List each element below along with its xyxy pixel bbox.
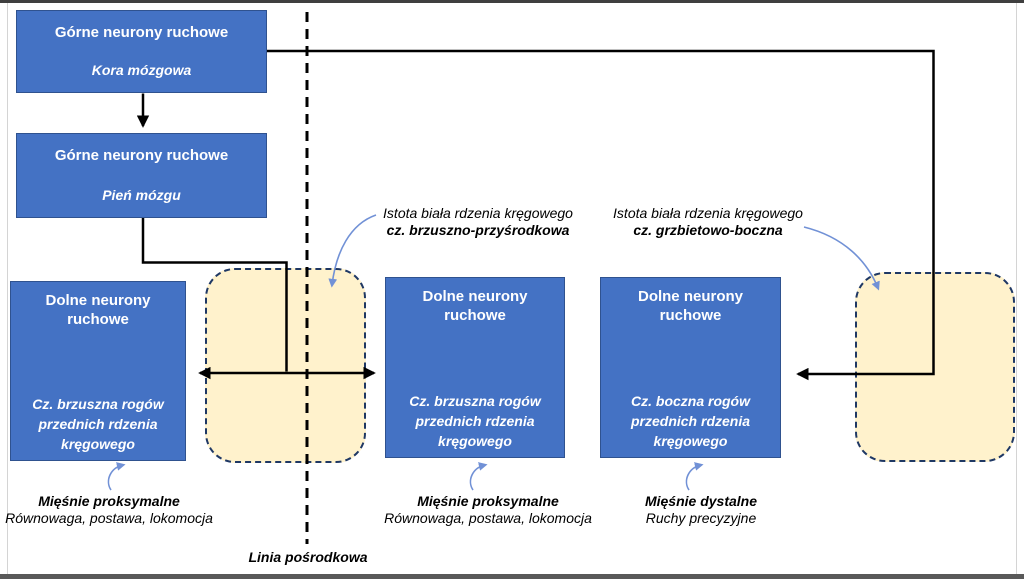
- box-upper-motor-neurons-brainstem: Górne neurony ruchowe Pień mózgu: [16, 133, 267, 218]
- label-line1: Istota biała rdzenia kręgowego: [383, 205, 573, 221]
- box-lower-motor-neurons-lateral: Dolne neurony ruchowe Cz. boczna rogów p…: [600, 277, 781, 458]
- box-title: Dolne neurony ruchowe: [422, 288, 528, 324]
- box-title: Dolne neurony ruchowe: [45, 292, 151, 328]
- box-lower-motor-neurons-left: Dolne neurony ruchowe Cz. brzuszna rogów…: [10, 281, 186, 461]
- white-matter-region-dorsolateral: [855, 272, 1015, 462]
- label-line2: Ruchy precyzyjne: [645, 510, 757, 526]
- box-lower-motor-neurons-middle: Dolne neurony ruchowe Cz. brzuszna rogów…: [385, 277, 565, 458]
- box-subtitle: Cz. brzuszna rogów przednich rdzenia krę…: [32, 396, 164, 452]
- label-line2: Równowaga, postawa, lokomocja: [384, 510, 592, 526]
- slide-bottom-border: [0, 574, 1024, 579]
- slide-left-edge: [7, 3, 8, 574]
- label-midline: Linia pośrodkowa: [248, 549, 368, 565]
- label-muscles-proximal-left: Mięśnie proksymalne Równowaga, postawa, …: [0, 493, 218, 527]
- label-white-matter-ventromedial: Istota biała rdzenia kręgowego cz. brzus…: [372, 205, 584, 239]
- label-line2: cz. brzuszno-przyśrodkowa: [386, 222, 570, 238]
- box-title: Górne neurony ruchowe: [54, 24, 229, 41]
- label-line1: Mięśnie proksymalne: [38, 493, 180, 509]
- box-upper-motor-neurons-cortex: Górne neurony ruchowe Kora mózgowa: [16, 10, 267, 93]
- label-muscles-distal: Mięśnie dystalne Ruchy precyzyjne: [596, 493, 806, 527]
- connector-brainstem-to-ventromedial: [141, 218, 288, 372]
- box-subtitle: Cz. boczna rogów przednich rdzenia kręgo…: [630, 393, 751, 449]
- box-title: Górne neurony ruchowe: [54, 147, 229, 164]
- arrow-cortex-to-lateral-lmn: [267, 49, 935, 381]
- pointer-label-to-ventromedial-region: [328, 214, 377, 288]
- pointer-label-to-dorsolateral-region: [803, 226, 880, 291]
- label-muscles-proximal-middle: Mięśnie proksymalne Równowaga, postawa, …: [378, 493, 598, 527]
- box-title: Dolne neurony ruchowe: [637, 288, 743, 324]
- box-subtitle: Pień mózgu: [102, 187, 181, 203]
- label-line2: cz. grzbietowo-boczna: [633, 222, 783, 238]
- slide-right-edge: [1016, 3, 1017, 574]
- box-subtitle: Kora mózgowa: [91, 62, 192, 78]
- label-line1: Mięśnie dystalne: [644, 493, 758, 509]
- pointer-muscles-right-to-box: [685, 462, 704, 491]
- label-white-matter-dorsolateral: Istota biała rdzenia kręgowego cz. grzbi…: [602, 205, 814, 239]
- label-line1: Istota biała rdzenia kręgowego: [613, 205, 803, 221]
- pointer-muscles-middle-to-box: [469, 462, 488, 491]
- box-subtitle: Cz. brzuszna rogów przednich rdzenia krę…: [409, 393, 541, 449]
- pointer-muscles-left-to-box: [107, 462, 126, 491]
- label-line1: Mięśnie proksymalne: [417, 493, 559, 509]
- label-line2: Równowaga, postawa, lokomocja: [5, 510, 213, 526]
- slide-top-border: [0, 0, 1024, 3]
